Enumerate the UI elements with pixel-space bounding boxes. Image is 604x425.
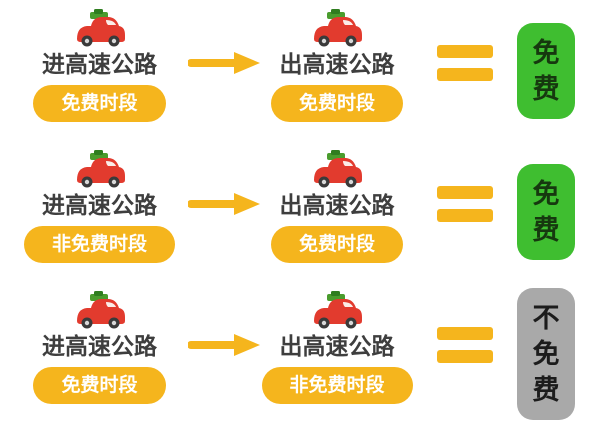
enter-highway-label: 进高速公路: [42, 51, 157, 77]
arrow-right-icon: [187, 141, 262, 217]
equals-bar: [436, 186, 493, 199]
car-icon: [309, 288, 365, 330]
equals-bar: [436, 327, 493, 340]
equals-icon: [412, 0, 517, 81]
exit-highway-label: 出高速公路: [279, 51, 395, 77]
car-icon: [72, 147, 128, 189]
equals-bar: [436, 350, 493, 363]
enter-highway-label: 进高速公路: [42, 333, 157, 359]
equals-icon: [412, 282, 517, 363]
toll-rule-row-3: 进高速公路 免费时段 出高速公路 非免费时段 不免费: [12, 282, 604, 425]
result-label: 不免费: [532, 302, 560, 405]
exit-period-badge: 非免费时段: [261, 367, 413, 404]
toll-rule-row-2: 进高速公路 非免费时段 出高速公路 免费时段 免费: [12, 141, 604, 282]
arrow-right-icon: [187, 0, 262, 76]
result-label: 免费: [532, 178, 560, 245]
enter-period-badge: 免费时段: [33, 367, 166, 404]
equals-bar: [436, 209, 493, 222]
enter-period-badge: 非免费时段: [23, 226, 175, 263]
car-icon: [72, 288, 128, 330]
enter-period-badge: 免费时段: [33, 85, 166, 122]
enter-highway-group: 进高速公路 非免费时段: [12, 141, 187, 263]
exit-highway-group: 出高速公路 非免费时段: [261, 282, 413, 404]
exit-period-badge: 免费时段: [270, 85, 403, 122]
result-cell: 免费: [517, 141, 575, 282]
result-cell: 不免费: [517, 282, 575, 425]
car-icon: [72, 6, 128, 48]
car-icon: [309, 6, 365, 48]
enter-highway-group: 进高速公路 免费时段: [12, 282, 187, 404]
equals-icon: [412, 141, 517, 222]
toll-rule-row-1: 进高速公路 免费时段 出高速公路 免费时段 免费: [12, 0, 604, 141]
exit-highway-label: 出高速公路: [279, 192, 395, 218]
enter-highway-group: 进高速公路 免费时段: [12, 0, 187, 122]
result-badge: 免费: [517, 163, 575, 260]
car-icon: [309, 147, 365, 189]
exit-period-badge: 免费时段: [270, 226, 403, 263]
exit-highway-label: 出高速公路: [279, 333, 395, 359]
arrow-right-icon: [187, 282, 262, 358]
result-label: 免费: [532, 37, 560, 104]
result-badge: 免费: [517, 22, 575, 119]
equals-bar: [436, 68, 493, 81]
exit-highway-group: 出高速公路 免费时段: [262, 0, 412, 122]
result-badge: 不免费: [517, 287, 575, 420]
result-cell: 免费: [517, 0, 575, 141]
exit-highway-group: 出高速公路 免费时段: [262, 141, 412, 263]
equals-bar: [436, 45, 493, 58]
enter-highway-label: 进高速公路: [42, 192, 157, 218]
